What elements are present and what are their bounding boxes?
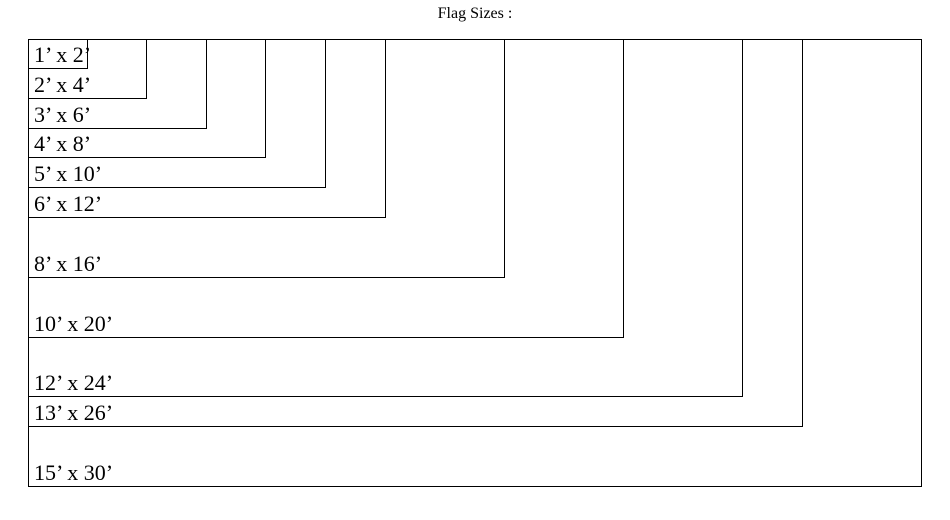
flag-size-label: 1’ x 2’ xyxy=(34,42,92,67)
flag-size-label: 8’ x 16’ xyxy=(34,251,103,276)
flag-size-label: 15’ x 30’ xyxy=(34,460,114,485)
flag-size-label: 5’ x 10’ xyxy=(34,161,103,186)
flag-size-label: 13’ x 26’ xyxy=(34,400,114,425)
flag-size-label: 10’ x 20’ xyxy=(34,311,114,336)
flag-size-label: 12’ x 24’ xyxy=(34,370,114,395)
flag-size-diagram: 15’ x 30’ 13’ x 26’ 12’ x 24’ 10’ x 20’ 8’ x… xyxy=(28,39,922,487)
flag-size-label: 4’ x 8’ xyxy=(34,131,92,156)
flag-size-label: 3’ x 6’ xyxy=(34,102,92,127)
diagram-title: Flag Sizes : xyxy=(437,5,513,22)
flag-size-label: 2’ x 4’ xyxy=(34,72,92,97)
flag-size-rect xyxy=(28,39,88,69)
flag-size-label: 6’ x 12’ xyxy=(34,191,103,216)
